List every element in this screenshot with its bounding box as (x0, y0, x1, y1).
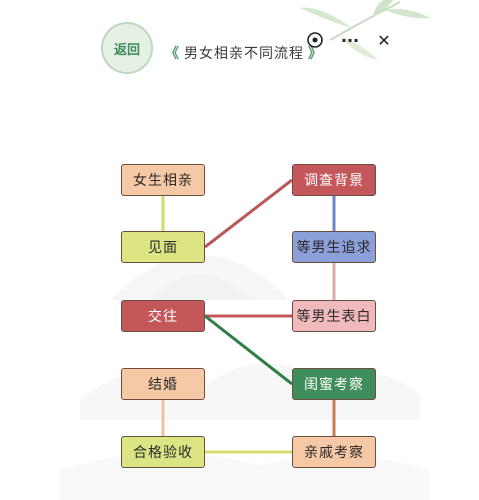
node-relatives-review[interactable]: 亲戚考察 (292, 436, 376, 468)
page-title-text: 男女相亲不同流程 (184, 46, 304, 62)
node-marriage[interactable]: 结婚 (121, 368, 205, 400)
capsule-dot-icon[interactable] (303, 28, 327, 52)
title-left-arrow-icon: 《 (165, 46, 180, 62)
node-wait-for-confession[interactable]: 等男生表白 (292, 300, 376, 332)
node-woman-blind-date[interactable]: 女生相亲 (121, 164, 205, 196)
close-icon[interactable]: ✕ (377, 30, 391, 50)
more-icon[interactable]: ··· (340, 30, 360, 50)
node-label: 交往 (148, 309, 178, 325)
node-label: 结婚 (148, 377, 178, 393)
node-meet[interactable]: 见面 (121, 231, 205, 263)
node-label: 等男生表白 (296, 309, 372, 325)
node-label: 等男生追求 (296, 240, 372, 256)
node-background-check[interactable]: 调查背景 (292, 164, 376, 196)
page-title: 《 男女相亲不同流程 》 (156, 40, 332, 66)
bamboo-leaves-decoration (300, 0, 430, 60)
node-label: 见面 (148, 240, 178, 256)
node-label: 闺蜜考察 (304, 377, 364, 393)
node-bestie-review[interactable]: 闺蜜考察 (292, 368, 376, 400)
title-right-arrow-icon: 》 (308, 46, 323, 62)
node-wait-for-pursuit[interactable]: 等男生追求 (292, 231, 376, 263)
capsule-dot-icon-svg (307, 32, 323, 48)
node-label: 女生相亲 (133, 173, 193, 189)
back-button-label: 返回 (113, 42, 140, 58)
node-dating[interactable]: 交往 (121, 300, 205, 332)
back-button[interactable]: 返回 (101, 22, 153, 74)
node-label: 调查背景 (304, 173, 364, 189)
node-label: 合格验收 (133, 445, 193, 461)
node-label: 亲戚考察 (304, 445, 364, 461)
node-acceptance[interactable]: 合格验收 (121, 436, 205, 468)
